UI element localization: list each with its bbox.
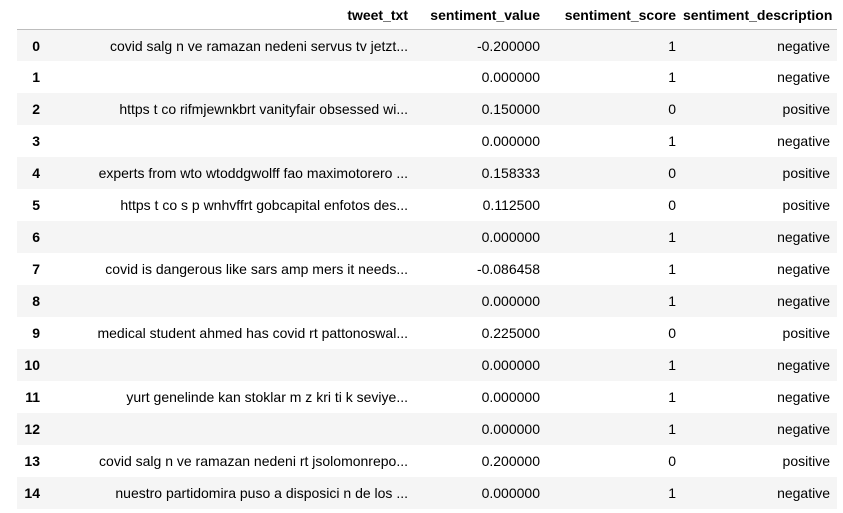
row-index: 13 [24, 453, 40, 469]
row-index: 2 [32, 101, 40, 117]
sentiment-score-cell: 1 [668, 485, 676, 501]
table-row: 11 yurt genelinde kan stoklar m z kri ti … [17, 381, 837, 413]
tweet-text-cell [49, 221, 415, 253]
sentiment-value-cell: -0.086458 [476, 261, 540, 277]
sentiment-value-cell: 0.000000 [481, 69, 540, 85]
sentiment-description-cell: positive [782, 325, 830, 341]
row-index: 10 [24, 357, 40, 373]
table-row: 14 nuestro partidomira puso a disposici n… [17, 477, 837, 509]
row-index: 3 [32, 133, 40, 149]
tweet-text-cell: experts from wto wtoddgwolff fao maximot… [98, 165, 408, 181]
tweet-text-cell: yurt genelinde kan stoklar m z kri ti k … [126, 389, 408, 405]
sentiment-description-cell: negative [777, 389, 830, 405]
row-index: 7 [32, 261, 40, 277]
sentiment-value-cell: -0.200000 [476, 37, 540, 54]
row-index: 6 [32, 229, 40, 245]
table-body: 0 covid salg n ve ramazan nedeni servus t… [17, 29, 837, 509]
row-index: 4 [32, 165, 40, 181]
sentiment-value-cell: 0.000000 [481, 421, 540, 437]
sentiment-score-cell: 0 [668, 325, 676, 341]
table-row: 2 https t co rifmjewnkbrt vanityfair obse… [17, 93, 837, 125]
row-index: 8 [32, 293, 40, 309]
table-row: 7 covid is dangerous like sars amp mers i… [17, 253, 837, 285]
tweet-text-cell [49, 413, 415, 445]
sentiment-value-cell: 0.158333 [481, 165, 540, 181]
table-row: 8 0.000000 1 negative [17, 285, 837, 317]
row-index: 0 [32, 37, 40, 54]
dataframe-table: tweet_txt sentiment_value sentiment_scor… [17, 0, 837, 509]
sentiment-value-cell: 0.000000 [481, 293, 540, 309]
sentiment-description-cell: positive [782, 453, 830, 469]
table-row: 3 0.000000 1 negative [17, 125, 837, 157]
table-row: 6 0.000000 1 negative [17, 221, 837, 253]
header-row: tweet_txt sentiment_value sentiment_scor… [17, 0, 837, 30]
table-row: 13 covid salg n ve ramazan nedeni rt jsol… [17, 445, 837, 477]
sentiment-description-cell: negative [777, 421, 830, 437]
sentiment-description-cell: negative [777, 357, 830, 373]
sentiment-score-cell: 1 [668, 261, 676, 277]
sentiment-description-cell: negative [777, 229, 830, 245]
sentiment-score-cell: 1 [668, 357, 676, 373]
sentiment-value-cell: 0.000000 [481, 389, 540, 405]
tweet-text-cell: covid salg n ve ramazan nedeni servus tv… [109, 37, 408, 54]
table-row: 9 medical student ahmed has covid rt patt… [17, 317, 837, 349]
sentiment-value-cell: 0.112500 [482, 197, 540, 213]
tweet-text-cell [49, 285, 415, 317]
sentiment-score-cell: 1 [668, 389, 676, 405]
sentiment-description-cell: positive [782, 197, 830, 213]
tweet-text-cell: covid is dangerous like sars amp mers it… [105, 261, 408, 277]
sentiment-score-cell: 0 [668, 101, 676, 117]
tweet-text-cell [49, 61, 415, 93]
sentiment-score-cell: 1 [668, 69, 676, 85]
row-index: 11 [25, 389, 40, 405]
column-header-tweet-txt: tweet_txt [49, 0, 415, 30]
index-header [17, 0, 49, 30]
column-header-sentiment-value: sentiment_value [415, 0, 547, 30]
row-index: 1 [32, 69, 40, 85]
tweet-text-cell [49, 349, 415, 381]
tweet-text-cell: https t co s p wnhvffrt gobcapital enfot… [120, 197, 408, 213]
sentiment-description-cell: positive [782, 101, 830, 117]
tweet-text-cell: medical student ahmed has covid rt patto… [97, 325, 408, 341]
sentiment-value-cell: 0.000000 [481, 229, 540, 245]
sentiment-value-cell: 0.000000 [481, 357, 540, 373]
sentiment-description-cell: negative [777, 485, 830, 501]
row-index: 5 [32, 197, 40, 213]
sentiment-value-cell: 0.150000 [481, 101, 540, 117]
sentiment-value-cell: 0.225000 [481, 325, 540, 341]
sentiment-description-cell: negative [777, 133, 830, 149]
column-header-sentiment-description: sentiment_description [683, 0, 837, 30]
sentiment-score-cell: 1 [668, 133, 676, 149]
sentiment-score-cell: 1 [668, 229, 676, 245]
column-header-sentiment-score: sentiment_score [547, 0, 683, 30]
sentiment-score-cell: 1 [668, 37, 676, 54]
tweet-text-cell: nuestro partidomira puso a disposici n d… [115, 485, 408, 501]
sentiment-description-cell: negative [777, 293, 830, 309]
sentiment-score-cell: 0 [668, 165, 676, 181]
tweet-text-cell [49, 125, 415, 157]
sentiment-value-cell: 0.200000 [481, 453, 540, 469]
row-index: 14 [24, 485, 40, 501]
sentiment-description-cell: negative [777, 261, 830, 277]
row-index: 12 [24, 421, 40, 437]
table-row: 0 covid salg n ve ramazan nedeni servus t… [17, 29, 837, 61]
tweet-text-cell: https t co rifmjewnkbrt vanityfair obses… [119, 101, 408, 117]
table-row: 10 0.000000 1 negative [17, 349, 837, 381]
table-row: 1 0.000000 1 negative [17, 61, 837, 93]
sentiment-score-cell: 0 [668, 197, 676, 213]
sentiment-score-cell: 1 [668, 421, 676, 437]
sentiment-score-cell: 0 [668, 453, 676, 469]
table-row: 5 https t co s p wnhvffrt gobcapital enfo… [17, 189, 837, 221]
sentiment-score-cell: 1 [668, 293, 676, 309]
table-row: 12 0.000000 1 negative [17, 413, 837, 445]
row-index: 9 [32, 325, 40, 341]
table-header: tweet_txt sentiment_value sentiment_scor… [17, 0, 837, 30]
tweet-text-cell: covid salg n ve ramazan nedeni rt jsolom… [99, 453, 408, 469]
sentiment-description-cell: negative [777, 69, 830, 85]
sentiment-value-cell: 0.000000 [481, 133, 540, 149]
sentiment-value-cell: 0.000000 [481, 485, 540, 501]
sentiment-description-cell: negative [777, 37, 830, 54]
table-row: 4 experts from wto wtoddgwolff fao maximo… [17, 157, 837, 189]
sentiment-description-cell: positive [782, 165, 830, 181]
